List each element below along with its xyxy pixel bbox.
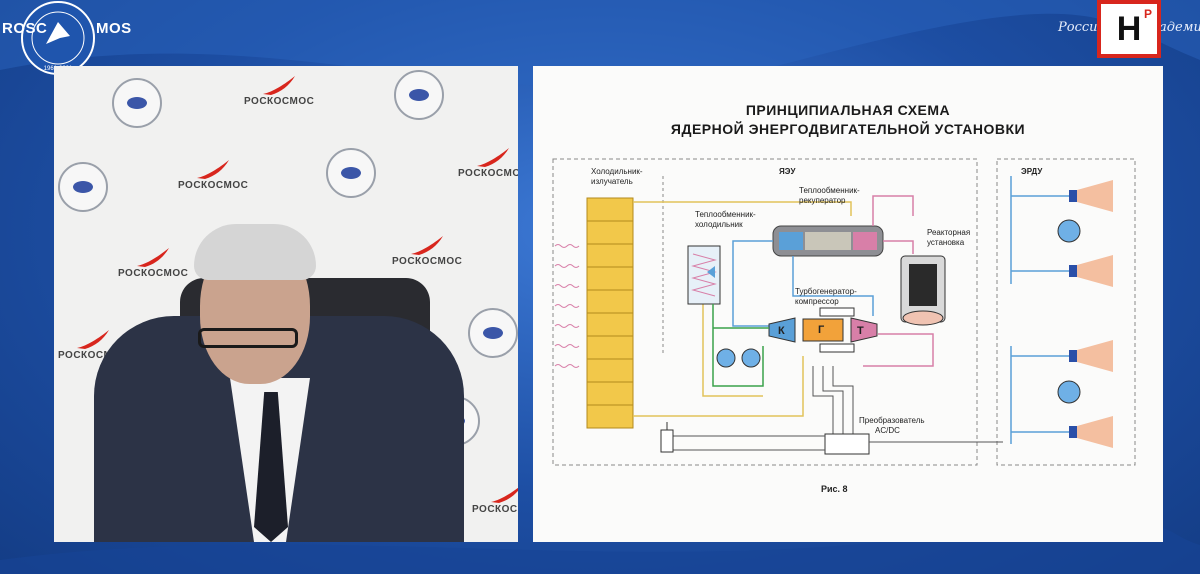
label-hx-recuperator-2: рекуператор bbox=[799, 196, 845, 206]
roscosmos-rocket-icon bbox=[473, 146, 513, 168]
tank-icon bbox=[742, 349, 760, 367]
figure-caption: Рис. 8 bbox=[821, 484, 848, 494]
label-yaeu: ЯЭУ bbox=[779, 167, 795, 177]
channel-logo-letter: Н bbox=[1117, 12, 1142, 46]
label-turbo-1: Турбогенератор- bbox=[795, 287, 857, 297]
cooler-radiator bbox=[587, 198, 633, 428]
roscosmos-logo: РОСКОСМОС bbox=[118, 246, 188, 279]
seal-icon bbox=[468, 308, 518, 358]
erdu-thrusters bbox=[1011, 176, 1113, 448]
label-hx-recuperator-1: Теплообменник- bbox=[799, 186, 860, 196]
roscosmos-rocket-icon bbox=[259, 74, 299, 96]
roscosmos-logo: РОСКОСМОС bbox=[178, 158, 248, 191]
roscosmos-logo: РОСКОСМОС bbox=[392, 234, 462, 267]
label-reactor-1: Реакторная bbox=[927, 228, 970, 238]
propellant-tank-icon bbox=[1058, 381, 1080, 403]
label-hx-cooler-2: холодильник bbox=[695, 220, 743, 230]
label-reactor-2: установка bbox=[927, 238, 964, 248]
label-erdu: ЭРДУ bbox=[1021, 167, 1042, 177]
roscosmos-logo: РОСКОСМОС bbox=[458, 146, 518, 179]
emblem-right-text: MOS bbox=[96, 20, 132, 37]
label-hx-cooler-1: Теплообменник- bbox=[695, 210, 756, 220]
seal-icon bbox=[112, 78, 162, 128]
thruster-plume-icon bbox=[1077, 340, 1113, 372]
heat-radiation-arrows bbox=[555, 245, 579, 368]
channel-logo: Н Р bbox=[1097, 0, 1161, 58]
label-k: К bbox=[778, 325, 785, 338]
thruster-plume-icon bbox=[1077, 416, 1113, 448]
label-converter-1: Преобразователь bbox=[859, 416, 925, 426]
propellant-tank-icon bbox=[1058, 220, 1080, 242]
channel-logo-sup: Р bbox=[1144, 7, 1152, 21]
label-converter-2: AC/DC bbox=[875, 426, 900, 436]
roscosmos-rocket-icon bbox=[193, 158, 233, 180]
reactor-unit bbox=[901, 256, 945, 325]
label-g: Г bbox=[818, 324, 824, 337]
roscosmos-logo: РОСКОСМОС bbox=[244, 74, 314, 107]
seal-icon bbox=[394, 70, 444, 120]
speaker-hair bbox=[194, 224, 316, 280]
seal-icon bbox=[58, 162, 108, 212]
heat-exchanger-recuperator bbox=[773, 226, 883, 256]
thruster-plume-icon bbox=[1077, 180, 1113, 212]
nuclear-propulsion-diagram bbox=[533, 66, 1163, 542]
emblem-left-text: ROSC bbox=[2, 20, 47, 37]
roscosmos-rocket-icon bbox=[73, 328, 113, 350]
label-cooler-radiator-1: Холодильник- bbox=[591, 167, 643, 177]
thruster-plume-icon bbox=[1077, 255, 1113, 287]
roscosmos-rocket-icon bbox=[133, 246, 173, 268]
speaker-glasses bbox=[198, 328, 298, 348]
erdu-frame bbox=[997, 159, 1135, 465]
label-turbo-2: компрессор bbox=[795, 297, 839, 307]
speaker-video-feed: РОСКОСМОС РОСКОСМОС РОСКОСМОС РОСКОСМОС … bbox=[54, 66, 518, 542]
seal-icon bbox=[326, 148, 376, 198]
roscosmos-logo: РОСКОСМОС bbox=[472, 482, 518, 515]
heat-exchanger-cooler bbox=[688, 246, 720, 304]
label-t: Т bbox=[857, 325, 864, 338]
converter-box bbox=[825, 434, 869, 454]
roscosmos-rocket-icon bbox=[407, 234, 447, 256]
tank-icon bbox=[717, 349, 735, 367]
switch-box bbox=[661, 430, 673, 452]
presentation-slide: ПРИНЦИПИАЛЬНАЯ СХЕМА ЯДЕРНОЙ ЭНЕРГОДВИГА… bbox=[533, 66, 1163, 542]
label-cooler-radiator-2: излучатель bbox=[591, 177, 633, 187]
roscosmos-rocket-icon bbox=[487, 482, 518, 504]
